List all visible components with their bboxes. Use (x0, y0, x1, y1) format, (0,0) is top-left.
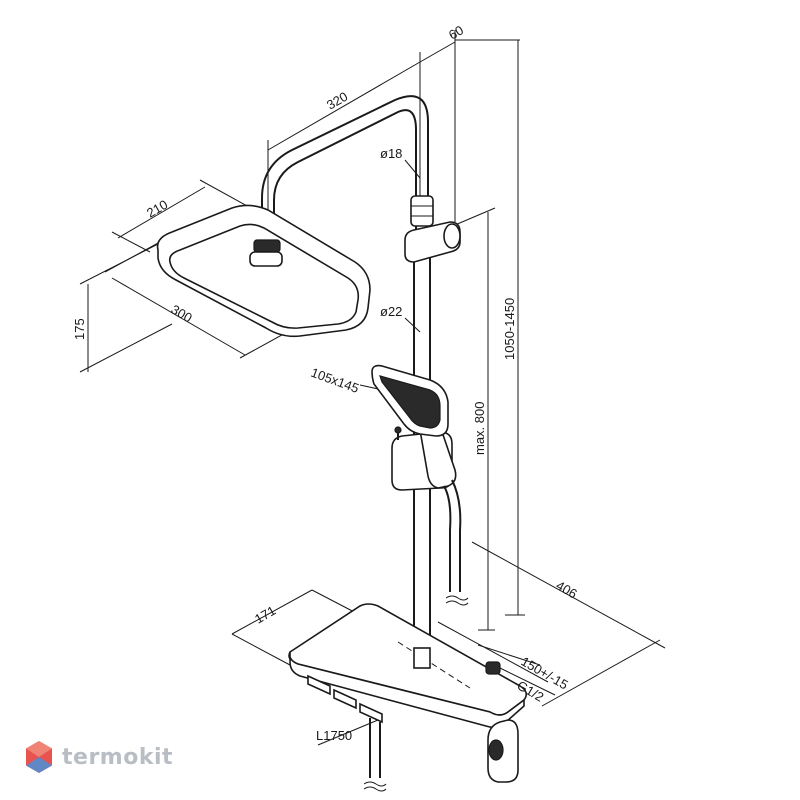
dim-overhead-height: 175 (72, 318, 87, 340)
overhead-arm (261, 95, 429, 240)
thermostat-shelf (288, 603, 528, 792)
dim-upper-pipe-diameter: ø18 (380, 146, 402, 161)
dim-hand-shower-size: 105x145 (309, 365, 361, 396)
hexagon-logo-icon (26, 741, 52, 773)
hand-shower (371, 364, 469, 606)
overhead-shower-head (156, 204, 371, 338)
dim-hose-length: L1750 (316, 728, 352, 743)
dim-overhead-width: 210 (144, 197, 170, 221)
dim-shelf-depth: 171 (252, 603, 278, 627)
dim-depth: 406 (554, 578, 580, 602)
dim-rail-diameter: ø22 (380, 304, 402, 319)
dim-overhead-length: 300 (169, 302, 195, 326)
dim-total-height: 1050-1450 (502, 298, 517, 360)
dim-pipe-offset: 60 (446, 22, 466, 42)
dim-slider-travel: max. 800 (472, 402, 487, 455)
dimension-lines (79, 30, 666, 746)
dim-overhead-arm-length: 320 (324, 89, 350, 113)
brand-name: termokit (62, 744, 174, 770)
brand-logo: termokit (24, 737, 173, 777)
